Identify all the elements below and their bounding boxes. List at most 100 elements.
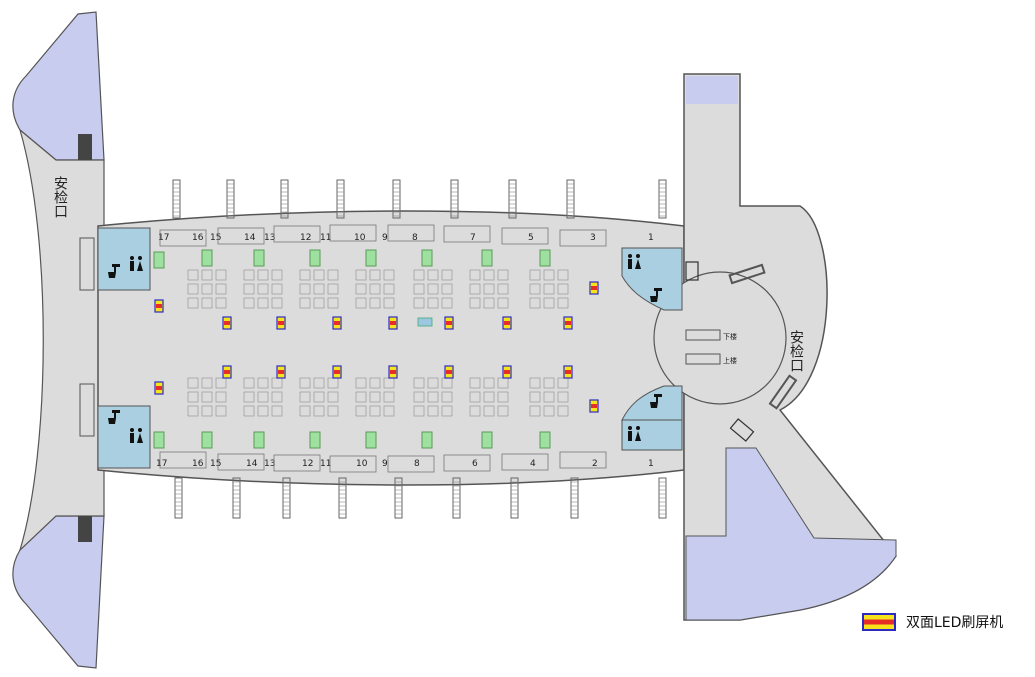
cup [108, 418, 116, 424]
water-fountain-icon [650, 394, 662, 408]
seat-row [383, 269, 395, 281]
gate-label-bottom: 11 [320, 459, 331, 469]
led-screen-stripe [504, 370, 510, 374]
left-lower-hall [12, 515, 105, 669]
gate-bay-top [559, 229, 607, 247]
seat-row [243, 405, 255, 417]
gate-label-bottom: 8 [414, 459, 420, 469]
seat-row [413, 269, 425, 281]
right-lower-hall [685, 447, 897, 621]
seat-row [469, 297, 481, 309]
seat-row [483, 269, 495, 281]
jetbridge-top [172, 179, 181, 219]
seat-row [427, 405, 439, 417]
service-counter [153, 431, 165, 449]
led-screen-marker [502, 365, 512, 379]
person-body [635, 259, 641, 269]
seat-row [497, 405, 509, 417]
legend: 双面LED刷屏机 [862, 611, 1003, 633]
led-screen-marker [332, 316, 342, 330]
service-counter [309, 431, 321, 449]
seat-row [215, 391, 227, 403]
seating-block [529, 377, 569, 417]
seat-row [413, 405, 425, 417]
right-lower-restroom [621, 385, 683, 451]
seat-row [327, 283, 339, 295]
led-screens [154, 281, 599, 413]
seat-row [257, 405, 269, 417]
jetbridge-bottom [174, 477, 183, 519]
gate-label-top: 12 [300, 233, 311, 243]
led-screen-stripe [278, 370, 284, 374]
led-screen-marker [154, 299, 164, 313]
seat-row [327, 405, 339, 417]
service-counter [253, 249, 265, 267]
seat-row [271, 391, 283, 403]
water-fountain-icon [108, 410, 120, 424]
cup [108, 272, 116, 278]
gate-bay-bottom [217, 453, 265, 471]
jetbridge-bottom [658, 477, 667, 519]
seat-row [369, 269, 381, 281]
seat-row [413, 283, 425, 295]
gate-label-top: 16 [192, 233, 204, 243]
seat-row [483, 377, 495, 389]
person-head [628, 254, 632, 258]
seat-row [215, 283, 227, 295]
seat-row [299, 269, 311, 281]
led-screen-stripe [224, 370, 230, 374]
jetbridge-body [658, 179, 667, 219]
gate-label-top: 7 [470, 233, 476, 243]
gate-bay-bottom [159, 451, 207, 469]
left-stairs-upper [79, 237, 95, 291]
person-head [636, 254, 640, 258]
seat-row [483, 405, 495, 417]
stairs-down-label: 下楼 [723, 332, 737, 341]
seat-row [201, 269, 213, 281]
person-head [130, 256, 134, 260]
seat-row [257, 297, 269, 309]
gate-label-top: 8 [412, 233, 418, 243]
jetbridge-bottom [394, 477, 403, 519]
seat-row [215, 269, 227, 281]
seat-row [355, 377, 367, 389]
gate-bay-top [159, 229, 207, 247]
jetbridge-top [226, 179, 235, 219]
led-screen-marker [563, 365, 573, 379]
seating-areas [153, 249, 569, 449]
seating-block [243, 377, 283, 417]
info-desk [417, 317, 433, 327]
seat-row [441, 283, 453, 295]
tap-spout [114, 267, 116, 272]
seat-row [243, 283, 255, 295]
person-body [137, 261, 143, 271]
led-screen-stripe [390, 321, 396, 325]
seat-row [187, 391, 199, 403]
seat-row [413, 377, 425, 389]
seat-row [383, 283, 395, 295]
gate-label-top: 11 [320, 233, 331, 243]
seat-row [383, 405, 395, 417]
jetbridge-body [280, 179, 289, 219]
led-screen-stripe [591, 286, 597, 290]
seat-row [497, 391, 509, 403]
gate-label-bottom: 1 [648, 459, 654, 469]
led-screen-stripe [504, 321, 510, 325]
seat-row [543, 283, 555, 295]
led-screen-marker [276, 316, 286, 330]
seat-row [369, 283, 381, 295]
seat-row [427, 377, 439, 389]
seat-row [187, 405, 199, 417]
seating-block [413, 269, 453, 309]
legend-label: 双面LED刷屏机 [906, 615, 1004, 631]
gate-label-top: 9 [382, 233, 388, 243]
seat-row [529, 283, 541, 295]
person-body [628, 259, 632, 269]
gate-label-bottom: 10 [356, 459, 368, 469]
seat-row [215, 405, 227, 417]
seat-row [327, 391, 339, 403]
gate-label-bottom: 13 [264, 459, 275, 469]
gate-label-top: 3 [590, 233, 596, 243]
